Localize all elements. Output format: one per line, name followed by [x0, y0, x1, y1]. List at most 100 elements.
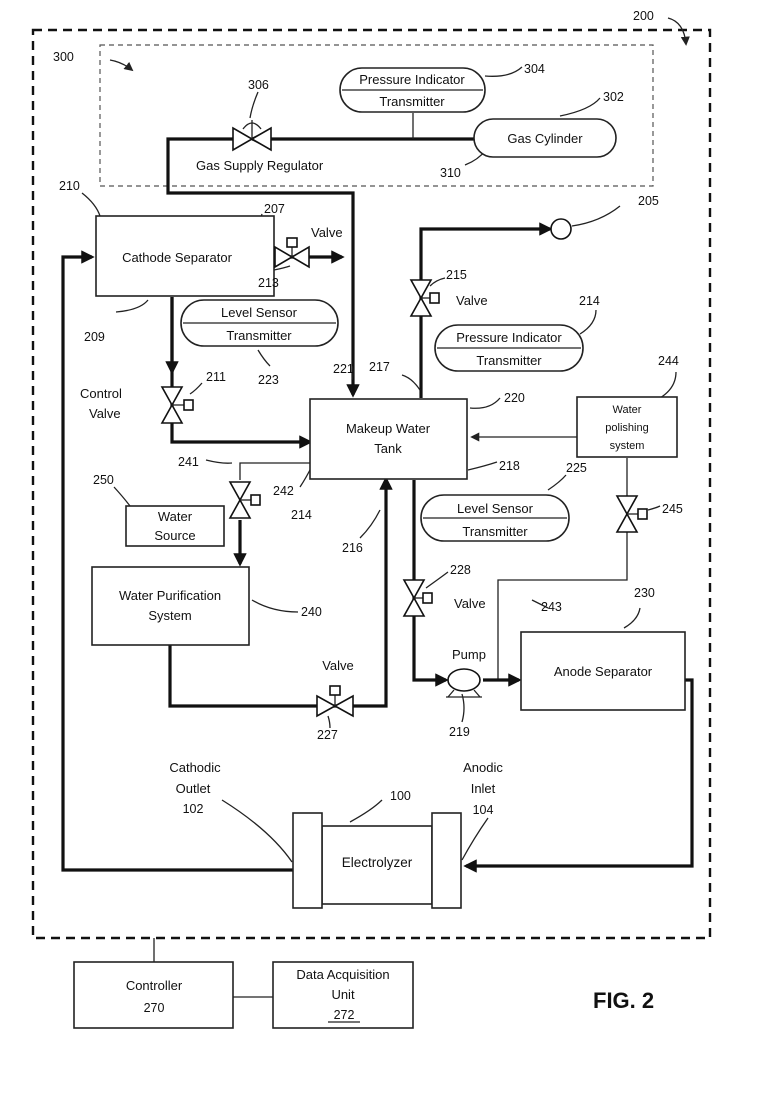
label-207: 207: [264, 202, 285, 216]
leader-102: [222, 800, 292, 862]
label-104: 104: [473, 803, 494, 817]
label-270: 270: [144, 1001, 165, 1015]
label-polish-3: system: [610, 440, 645, 452]
valve-215: [411, 280, 439, 316]
label-217: 217: [369, 360, 390, 374]
leader-304: [485, 67, 522, 76]
label-220: 220: [504, 391, 525, 405]
pipe-drain-241: [240, 463, 310, 480]
label-250: 250: [93, 473, 114, 487]
label-anodic-inlet-1: Anodic: [463, 760, 503, 775]
gas-supply-regulator-valve: [233, 120, 271, 150]
label-valve-228: Valve: [454, 596, 486, 611]
label-304: 304: [524, 62, 545, 76]
label-makeup-tank-2: Tank: [374, 441, 402, 456]
label-100: 100: [390, 789, 411, 803]
label-water-source-2: Source: [154, 528, 195, 543]
leader-245: [648, 506, 660, 510]
valve-245: [617, 496, 647, 532]
vent-205: [551, 219, 571, 239]
label-polish-1: Water: [613, 404, 642, 416]
label-221: 221: [333, 362, 354, 376]
label-purif-1: Water Purification: [119, 588, 221, 603]
leader-217: [402, 375, 420, 390]
label-300: 300: [53, 50, 74, 64]
label-241: 241: [178, 455, 199, 469]
label-272: 272: [334, 1008, 355, 1022]
leader-104: [462, 818, 488, 860]
label-anode-separator: Anode Separator: [554, 664, 653, 679]
leader-302: [560, 98, 600, 116]
pipe-cathodic-return: [63, 257, 293, 870]
label-227: 227: [317, 728, 338, 742]
leader-211: [190, 383, 202, 394]
label-214-top: 214: [579, 294, 600, 308]
label-230: 230: [634, 586, 655, 600]
label-211: 211: [206, 370, 226, 384]
label-205: 205: [638, 194, 659, 208]
label-control-valve-1: Control: [80, 386, 122, 401]
label-pit214-1: Pressure Indicator: [456, 330, 562, 345]
label-102: 102: [183, 802, 204, 816]
label-242: 242: [273, 484, 294, 498]
label-219: 219: [449, 725, 470, 739]
label-213: 213: [258, 276, 279, 290]
leader-219: [462, 694, 464, 722]
pump-219: [446, 669, 482, 697]
label-306: 306: [248, 78, 269, 92]
leader-225: [548, 475, 566, 490]
label-302: 302: [603, 90, 624, 104]
label-gas-supply-regulator: Gas Supply Regulator: [196, 158, 324, 173]
label-valve-227: Valve: [322, 658, 354, 673]
label-anodic-inlet-2: Inlet: [471, 781, 496, 796]
label-209: 209: [84, 330, 105, 344]
label-pit304-1: Pressure Indicator: [359, 72, 465, 87]
label-244: 244: [658, 354, 679, 368]
label-pump: Pump: [452, 647, 486, 662]
label-216: 216: [342, 541, 363, 555]
gas-supply-boundary-300: [100, 45, 653, 186]
label-valve-213: Valve: [311, 225, 343, 240]
label-cathodic-outlet-1: Cathodic: [169, 760, 221, 775]
valve-227: [317, 686, 353, 716]
valve-228: [404, 580, 432, 616]
system-boundary-200: [33, 30, 710, 938]
label-daq-2: Unit: [331, 987, 355, 1002]
label-225: 225: [566, 461, 587, 475]
controller: [74, 962, 233, 1028]
valve-242: [230, 482, 260, 518]
label-lst225-1: Level Sensor: [457, 501, 534, 516]
leader-100: [350, 800, 382, 822]
label-water-source-1: Water: [158, 509, 193, 524]
label-lst223-2: Transmitter: [226, 328, 292, 343]
water-purification-system: [92, 567, 249, 645]
label-polish-2: polishing: [605, 422, 648, 434]
label-243: 243: [541, 600, 562, 614]
label-200: 200: [633, 9, 654, 23]
figure-label: FIG. 2: [593, 988, 654, 1013]
label-purif-2: System: [148, 608, 191, 623]
label-control-valve-2: Valve: [89, 406, 121, 421]
label-cathodic-outlet-2: Outlet: [176, 781, 211, 796]
label-lst225-2: Transmitter: [462, 524, 528, 539]
label-cathode-separator: Cathode Separator: [122, 250, 233, 265]
label-210: 210: [59, 179, 80, 193]
label-218: 218: [499, 459, 520, 473]
leader-223: [258, 350, 270, 366]
leader-216: [360, 510, 380, 538]
makeup-water-tank: [310, 399, 467, 479]
label-223: 223: [258, 373, 279, 387]
leader-228: [426, 572, 448, 588]
leader-210: [82, 193, 100, 216]
leader-230: [624, 608, 640, 628]
label-310: 310: [440, 166, 461, 180]
leader-240: [252, 600, 298, 612]
label-pit214-2: Transmitter: [476, 353, 542, 368]
label-lst223-1: Level Sensor: [221, 305, 298, 320]
leader-244: [660, 372, 676, 398]
label-245: 245: [662, 502, 683, 516]
label-controller: Controller: [126, 978, 183, 993]
leader-306: [250, 92, 258, 118]
leader-209: [116, 300, 148, 312]
label-228: 228: [450, 563, 471, 577]
